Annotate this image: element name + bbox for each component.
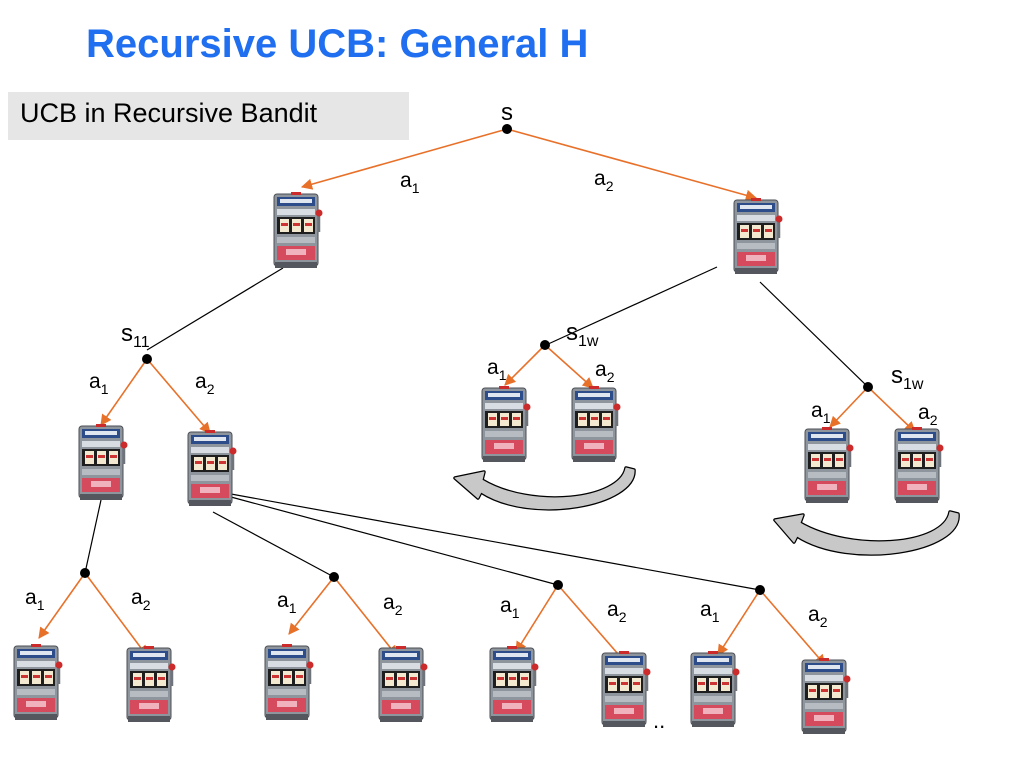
action-label-a1: a1 [400, 169, 420, 196]
action-label-a1: a1 [811, 399, 831, 426]
slot-machine-icon [187, 430, 237, 506]
action-label-a1: a1 [487, 356, 507, 383]
state-label-s11: s11 [121, 320, 150, 351]
action-arrow [506, 128, 758, 201]
state-node [329, 572, 339, 582]
slot-machine-icon [489, 646, 539, 722]
slide-title: Recursive UCB: General H [86, 22, 589, 66]
action-arrow [759, 589, 826, 666]
action-label-a2: a2 [594, 167, 614, 194]
state-label-s1w: s1w [566, 319, 599, 350]
action-arrow [504, 344, 546, 386]
action-arrow [100, 358, 148, 426]
action-arrow [544, 344, 594, 389]
action-arrow [829, 386, 869, 428]
action-label-a1: a1 [277, 589, 297, 616]
action-label-a2: a2 [383, 591, 403, 618]
action-arrow [84, 572, 148, 657]
action-arrow [146, 358, 211, 434]
state-transition-line [230, 493, 761, 591]
state-transition-line [545, 266, 718, 346]
slot-machine-icon [273, 192, 323, 268]
slot-machine-icon [126, 646, 176, 722]
slot-machine-icon [378, 646, 428, 722]
slot-machine-icon [690, 651, 740, 727]
slot-machine-icon [264, 644, 314, 720]
action-label-a2: a2 [918, 401, 938, 428]
slot-machine-icon [601, 651, 651, 727]
action-label-a1: a1 [500, 594, 520, 621]
caption-box: UCB in Recursive Bandit [8, 92, 409, 140]
action-arrow [288, 576, 335, 635]
state-transition-line [146, 267, 284, 351]
curved-arrow-fill [454, 467, 635, 510]
action-arrow [300, 128, 508, 190]
action-label-a2: a2 [195, 370, 215, 397]
state-node [80, 568, 90, 578]
state-node-s1w-left [540, 340, 550, 350]
slot-machine-icon [571, 386, 621, 462]
slot-machine-icon [481, 386, 531, 462]
slot-machine-icon [78, 424, 128, 500]
action-label-a2: a2 [808, 603, 828, 630]
action-arrow [557, 584, 626, 663]
state-node [553, 580, 563, 590]
state-node-s1w-right [863, 382, 873, 392]
curved-arrow-fill [774, 511, 959, 555]
state-transition-line [230, 496, 559, 586]
action-label-a2: a2 [595, 358, 615, 385]
state-label-s: s [501, 99, 513, 126]
action-label-a2: a2 [607, 598, 627, 625]
action-arrow [38, 572, 86, 639]
state-transition-line [212, 511, 335, 578]
slot-machine-icon [894, 427, 944, 503]
slot-machine-icon [13, 644, 63, 720]
action-label-a1: a1 [89, 370, 109, 397]
action-label-a1: a1 [25, 586, 45, 613]
state-node [755, 585, 765, 595]
state-node-s [502, 124, 512, 134]
action-arrow [333, 576, 398, 657]
state-transition-line [84, 499, 102, 574]
action-label-a2: a2 [131, 586, 151, 613]
ellipsis-text: .. [653, 708, 665, 733]
state-label-s1w: s1w [891, 362, 924, 393]
state-node-s11 [142, 354, 152, 364]
action-arrow [515, 584, 559, 653]
slot-machine-icon [801, 658, 851, 734]
action-arrow [867, 386, 916, 433]
state-transition-line [759, 281, 869, 388]
slot-machine-icon [804, 427, 854, 503]
slot-machine-icon [733, 198, 783, 274]
action-arrow [717, 589, 761, 656]
action-label-a1: a1 [700, 598, 720, 625]
